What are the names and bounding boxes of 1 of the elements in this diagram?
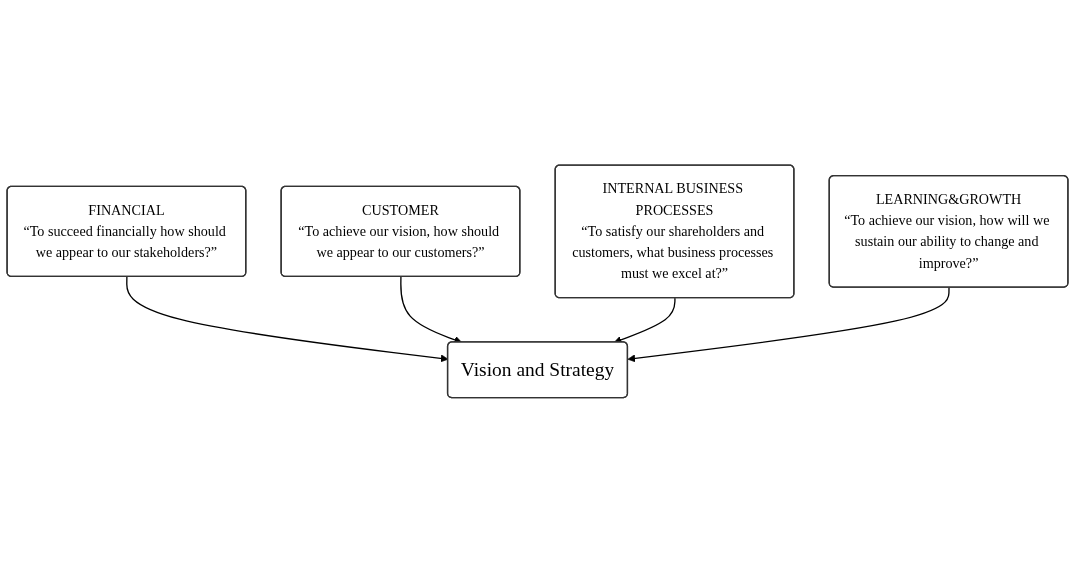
arrow: [627, 286, 950, 362]
